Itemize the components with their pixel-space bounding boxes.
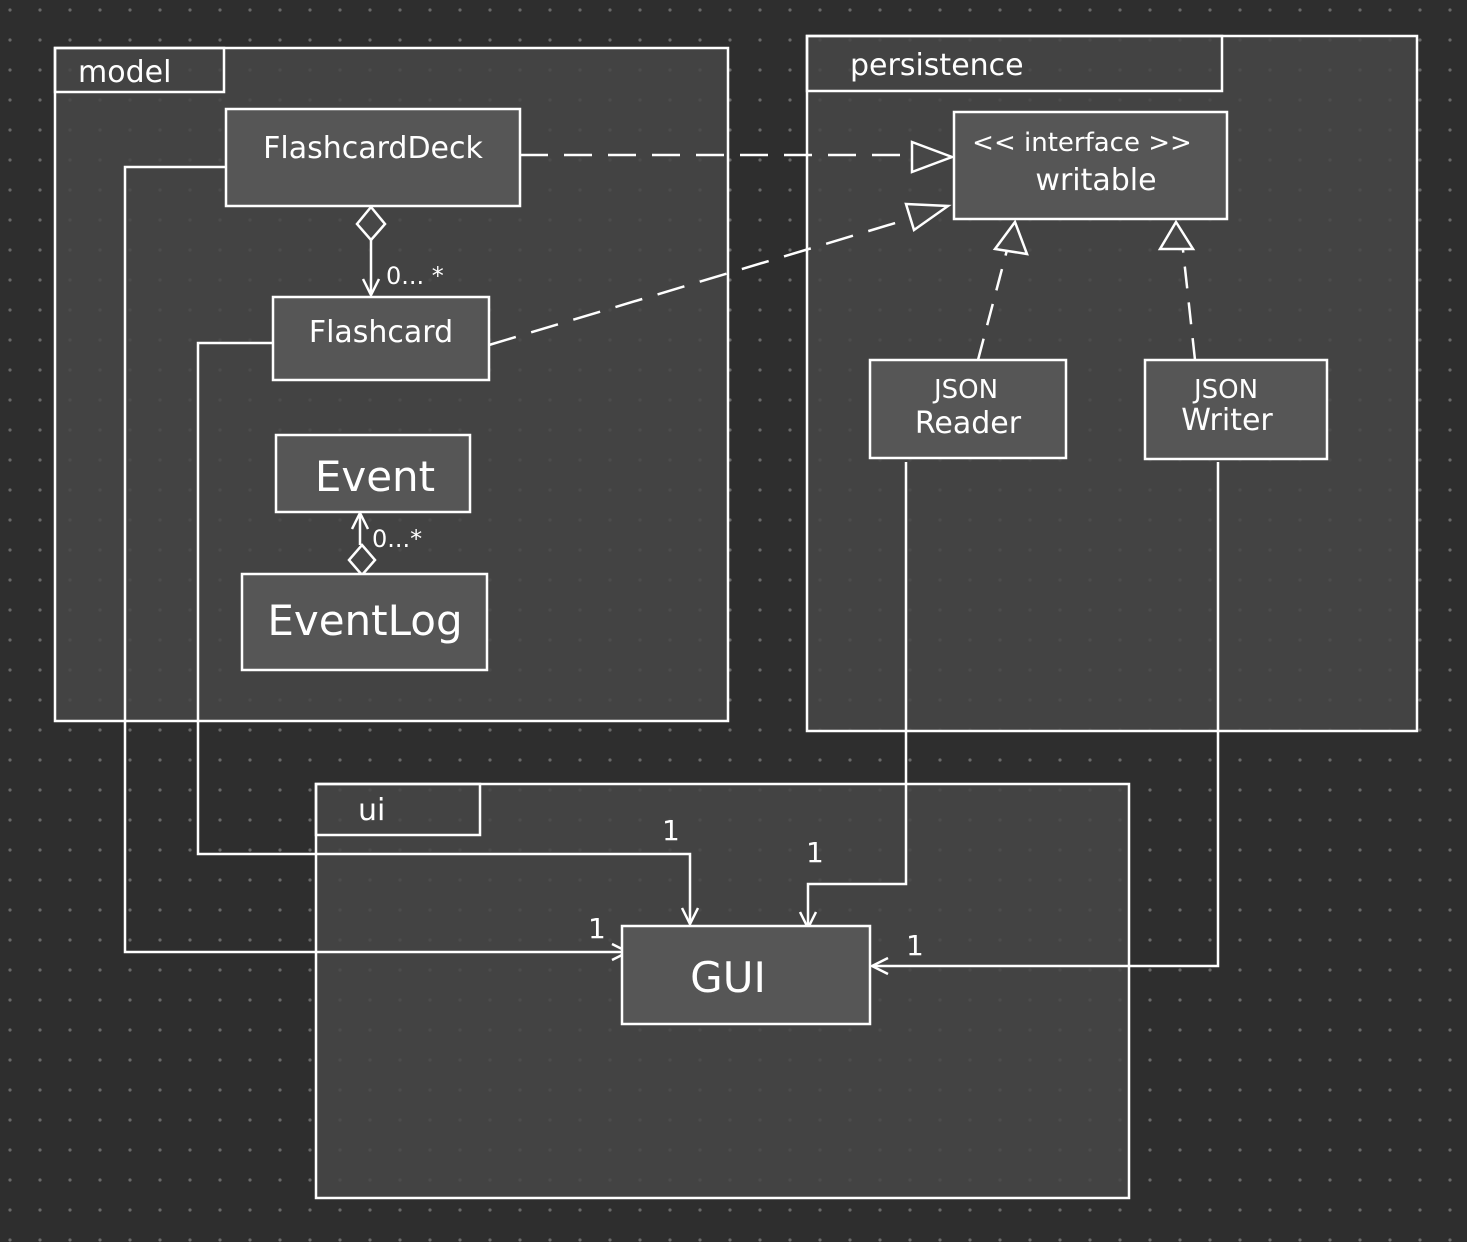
multiplicity-log-event: 0...* (372, 525, 422, 553)
class-json-reader: JSON Reader (868, 358, 1068, 460)
multiplicity-reader-gui: 1 (806, 836, 824, 869)
package-model-label: model (78, 55, 171, 90)
class-event: Event (274, 433, 472, 514)
association-reader-gui (808, 462, 908, 928)
class-writable-interface: << interface >> writable (952, 110, 1229, 221)
realization-flashcard-writable (488, 216, 913, 347)
class-event-log: EventLog (240, 572, 489, 672)
class-flashcard-deck-label: FlashcardDeck (263, 131, 483, 166)
class-json-writer-label-line2: Writer (1181, 403, 1273, 438)
class-json-writer: JSON Writer (1143, 358, 1329, 461)
package-ui-tab (314, 782, 482, 837)
class-writable-label: writable (1035, 163, 1156, 198)
realization-writer-writable-head (1157, 219, 1196, 251)
package-model-tab (53, 46, 226, 94)
realization-deck-writable-head (910, 140, 956, 174)
multiplicity-writer-gui: 1 (906, 929, 924, 962)
realization-reader-writable-head (992, 219, 1029, 256)
class-gui-label: GUI (690, 953, 766, 1002)
class-flashcard-deck: FlashcardDeck (224, 107, 522, 208)
class-event-label: Event (315, 452, 435, 501)
package-ui-label: ui (358, 793, 385, 828)
class-writable-stereotype: << interface >> (972, 128, 1192, 158)
realization-reader-writable (976, 249, 1009, 361)
association-writer-gui (872, 462, 1220, 966)
class-json-writer-label-line1: JSON (1192, 375, 1258, 405)
class-gui: GUI (620, 924, 872, 1026)
multiplicity-flashcard-gui: 1 (662, 814, 680, 847)
class-json-reader-label-line2: Reader (915, 406, 1022, 441)
package-persistence-tab (805, 34, 1224, 93)
multiplicity-deck-gui: 1 (588, 912, 606, 945)
class-flashcard: Flashcard (271, 295, 491, 382)
package-persistence-label: persistence (850, 48, 1024, 83)
connectors (123, 140, 1220, 966)
realization-flashcard-writable-head (904, 202, 952, 233)
multiplicity-deck-flashcard: 0... * (386, 262, 444, 290)
association-flashcard-gui (196, 341, 690, 924)
realization-writer-writable (1181, 249, 1197, 361)
class-flashcard-label: Flashcard (309, 315, 453, 350)
class-json-reader-label-line1: JSON (932, 375, 998, 405)
aggregation-deck-flashcard-diamond (355, 205, 387, 242)
association-deck-gui (123, 165, 628, 952)
class-event-log-label: EventLog (267, 596, 462, 645)
